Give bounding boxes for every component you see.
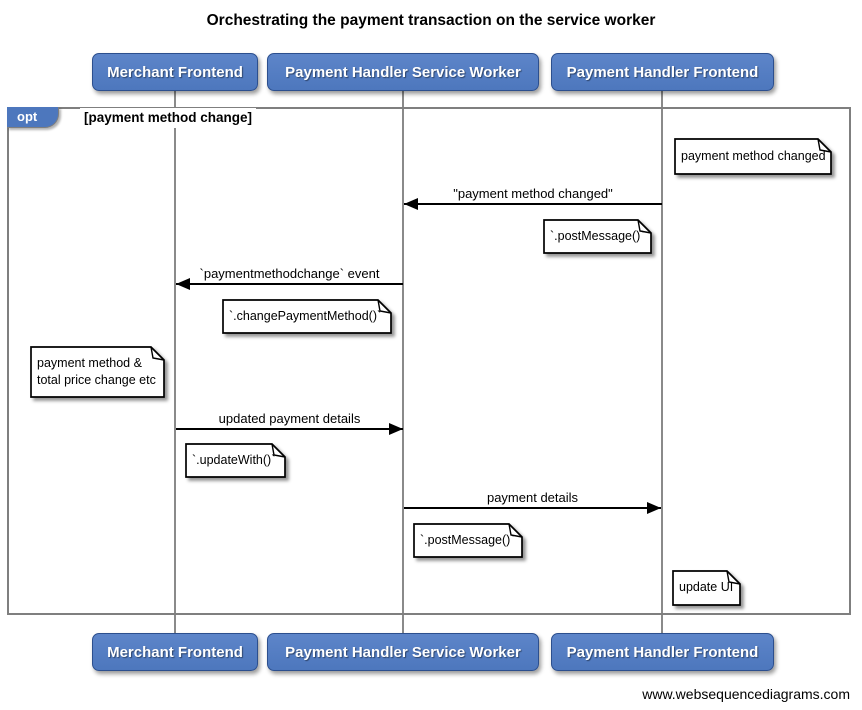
message-paymentmethodchange-event-label: `paymentmethodchange` event [199,266,380,281]
note-payment-method-changed: payment method changed [674,138,832,175]
note-text: payment method changed [681,148,826,163]
note-text: `.updateWith()` [192,452,276,467]
actor-payment-handler-frontend-top: Payment Handler Frontend [551,53,774,91]
lifeline-payment-handler-service-worker [402,91,404,633]
actor-label: Payment Handler Service Worker [285,63,521,81]
arrowhead-left-icon [176,278,190,290]
note-text: `.changePaymentMethod()` [229,308,382,323]
note-text: update UI [679,580,734,595]
actor-label: Payment Handler Frontend [566,63,759,81]
actor-label: Merchant Frontend [107,643,243,661]
message-payment-method-changed-line [404,203,662,205]
note-paper-icon [222,299,392,334]
note-updatewith: `.updateWith()` [185,443,286,478]
note-postmessage-2: `.postMessage()` [413,523,523,558]
message-payment-details-line [404,507,661,509]
actor-merchant-frontend-bottom: Merchant Frontend [92,633,258,671]
actor-merchant-frontend-top: Merchant Frontend [92,53,258,91]
message-payment-method-changed-label: "payment method changed" [453,186,613,201]
note-paper-icon [413,523,523,558]
note-text: `.postMessage()` [420,532,515,547]
actor-payment-handler-service-worker-bottom: Payment Handler Service Worker [267,633,539,671]
note-paper-icon [543,219,652,254]
actor-label: Merchant Frontend [107,63,243,81]
message-paymentmethodchange-event-line [176,283,403,285]
arrowhead-right-icon [647,502,661,514]
note-paper-icon [185,443,286,478]
page-title: Orchestrating the payment transaction on… [206,12,656,29]
note-paper-icon [672,570,741,606]
actor-payment-handler-service-worker-top: Payment Handler Service Worker [267,53,539,91]
note-text: payment method & total price change etc [37,355,156,388]
note-changepaymentmethod: `.changePaymentMethod()` [222,299,392,334]
note-text: `.postMessage()` [550,228,645,243]
note-payment-method-total-price: payment method & total price change etc [30,346,165,398]
note-postmessage-1: `.postMessage()` [543,219,652,254]
opt-guard-label: [payment method change] [80,108,257,128]
opt-fragment-frame [7,107,851,615]
actor-label: Payment Handler Service Worker [285,643,521,661]
footer-credit: www.websequencediagrams.com [642,686,850,702]
note-paper-icon [674,138,832,175]
opt-operator-tab: opt [7,107,59,128]
message-updated-payment-details-label: updated payment details [218,411,361,426]
actor-payment-handler-frontend-bottom: Payment Handler Frontend [551,633,774,671]
lifeline-merchant-frontend [174,91,176,633]
arrowhead-left-icon [404,198,418,210]
note-update-ui: update UI [672,570,741,606]
note-paper-icon [30,346,165,398]
arrowhead-right-icon [389,423,403,435]
actor-label: Payment Handler Frontend [566,643,759,661]
message-updated-payment-details-line [176,428,403,430]
message-payment-details-label: payment details [486,490,579,505]
lifeline-payment-handler-frontend [661,91,663,633]
